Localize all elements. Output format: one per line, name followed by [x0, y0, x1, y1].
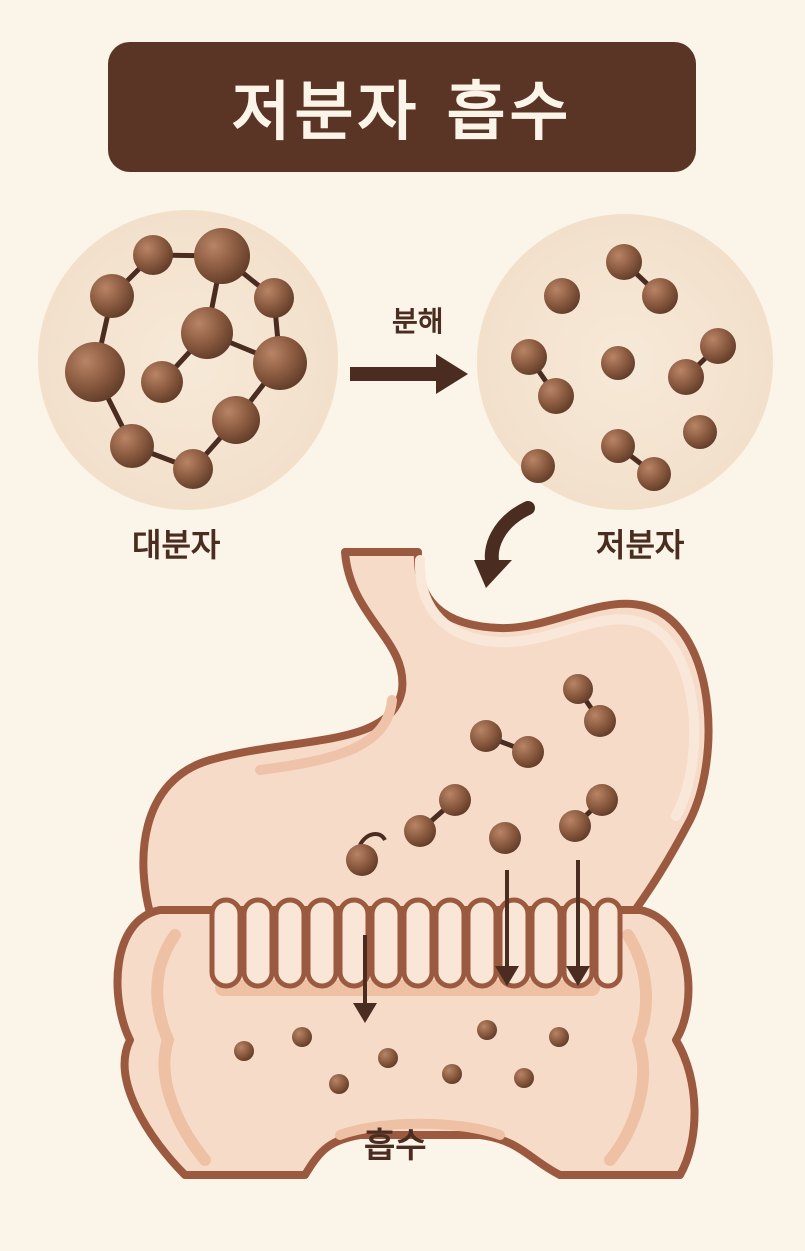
macromolecule-panel	[38, 210, 338, 510]
micromolecule-atoms	[511, 244, 736, 491]
ingest-arrow	[474, 501, 535, 588]
stomach-molecules	[346, 674, 618, 876]
villi	[209, 897, 623, 989]
title-banner: 저분자 흡수	[108, 42, 696, 172]
macromolecule-atoms	[65, 228, 307, 489]
absorption-label: 흡수	[364, 1126, 427, 1166]
page-title: 저분자 흡수	[231, 76, 573, 150]
breakdown-label: 분해	[392, 305, 444, 338]
breakdown-arrow	[350, 354, 468, 394]
stomach	[139, 548, 713, 924]
micromolecule-panel	[477, 214, 773, 510]
macromolecule-label: 대분자	[132, 526, 221, 564]
absorption-arrows	[353, 860, 590, 1023]
absorbed-molecules	[234, 1020, 569, 1094]
micromolecule-label: 저분자	[596, 526, 685, 564]
